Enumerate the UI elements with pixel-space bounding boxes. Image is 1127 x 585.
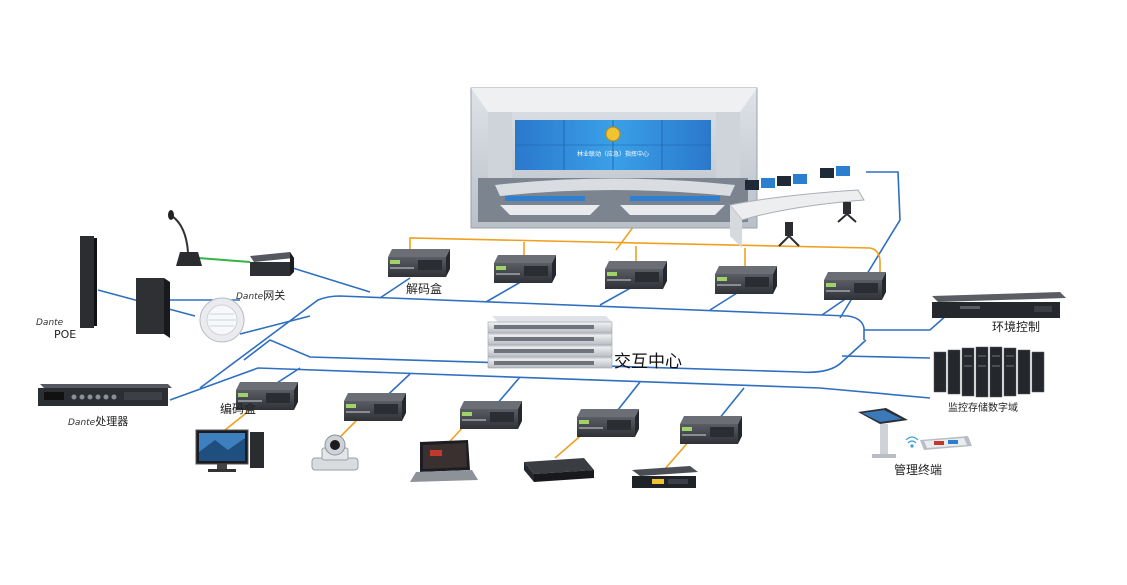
box-speaker-image [136,278,170,338]
ptz-camera-image [311,434,359,471]
encoder-boxes [236,382,742,444]
storage-domain-label: 监控存储数字域 [948,403,1018,414]
encoder-box-4 [577,409,639,437]
dante-gateway-label: Dante网关 [236,284,285,303]
laptop-image [410,440,478,482]
kiosk-terminal-image [858,408,908,458]
decoder-box-4 [715,266,777,294]
desktop-pc-image [195,429,264,472]
decoder-box-2 [494,255,556,283]
encoder-box-2 [344,393,406,421]
set-top-box-image [524,458,594,482]
dante-poe-label: Dante POE [36,318,76,340]
encoder-box-3 [460,401,522,429]
encoder-box-5 [680,416,742,444]
decoder-box-label: 解码盒 [406,282,443,296]
dante-processor-image [38,384,172,406]
interaction-center-label: 交互中心 [614,352,682,372]
encoder-box-label: 编码盒 [220,402,257,416]
core-switch-stack [487,316,613,369]
ceiling-speaker-image [199,297,245,343]
dante-gateway-image [250,252,294,276]
mic-cable [197,257,251,263]
backbone-lower-ring [243,339,867,374]
command-center-image: 林业联动（应急）指挥中心 [470,87,758,229]
decoder-box-5 [824,272,886,300]
emblem-icon [605,126,621,142]
dante-logo: Dante [36,318,64,328]
dante-logo: Dante [68,418,96,428]
poe-text: POE [54,328,77,341]
recorder-image [632,466,698,488]
backbone-bottom-line [169,367,931,401]
storage-rack-image [933,346,1045,398]
dante-processor-label: Dante处理器 [68,410,128,429]
gateway-text: 网关 [263,289,286,302]
decoder-boxes [388,249,886,300]
column-speaker-image [80,236,97,328]
dante-logo: Dante [236,292,264,302]
gooseneck-mic-image [168,210,202,266]
backbone-upper-ring [199,295,865,389]
video-wall-text: 林业联动（应急）指挥中心 [577,150,649,158]
tablet-terminal-image [920,436,972,450]
wifi-icon [905,436,919,448]
env-control-server-image [932,292,1066,318]
console-desk-image [729,166,865,248]
decoder-box-3 [605,261,667,289]
processor-text: 处理器 [95,415,129,428]
decoder-box-1 [388,249,450,277]
mgmt-terminal-label: 管理终端 [894,463,943,477]
env-control-label: 环境控制 [992,320,1041,334]
